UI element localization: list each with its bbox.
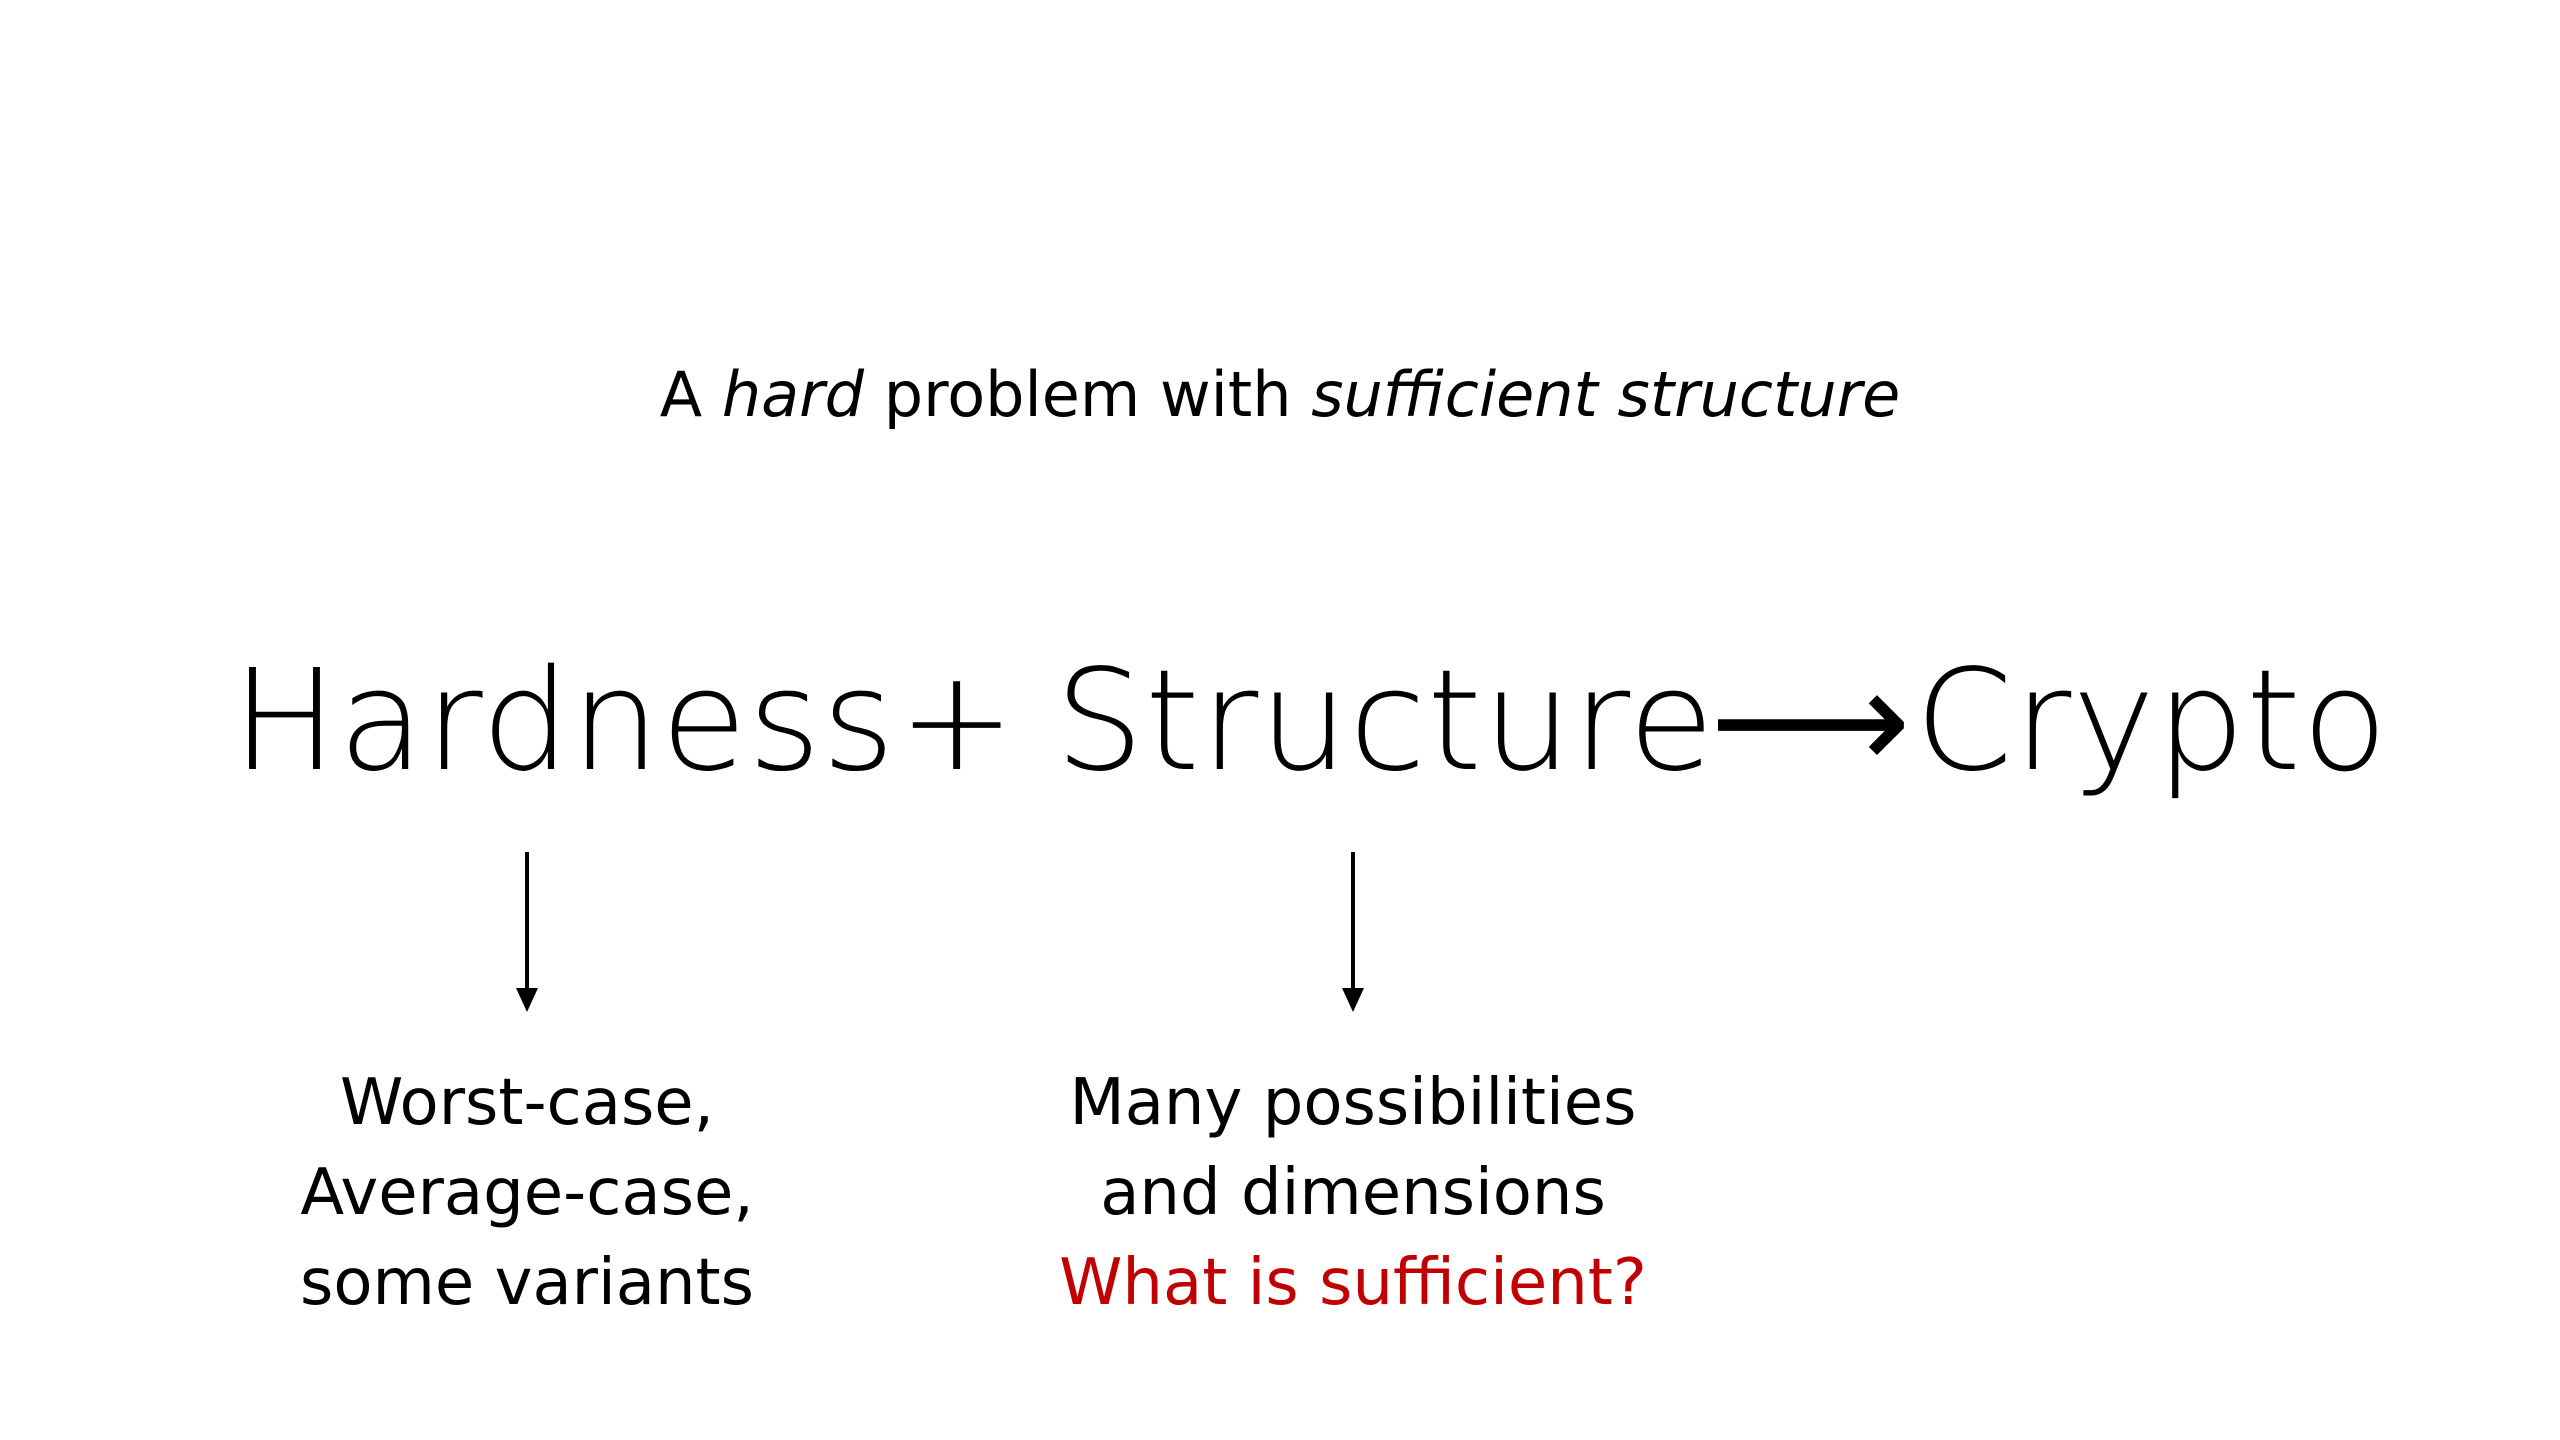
structure-term: Structure (1055, 640, 1716, 803)
hardness-note-variants: some variants (300, 1246, 754, 1320)
hardness-term: Hardness (232, 640, 896, 803)
down-arrow-icon (516, 852, 538, 1012)
right-arrow-icon: ⟶ (1710, 640, 1912, 803)
structure-note-possibilities: Many possibilities (1069, 1066, 1637, 1140)
subtitle-sufficient-structure: sufficient structure (1311, 358, 1901, 431)
subtitle-part-1: A (659, 358, 722, 431)
crypto-term: Crypto (1915, 640, 2389, 803)
structure-notes: Many possibilities and dimensions What i… (1003, 1058, 1703, 1328)
structure-note-question: What is sufficient? (1059, 1246, 1647, 1320)
hardness-note-worst-case: Worst-case, (340, 1066, 714, 1140)
hardness-notes: Worst-case, Average-case, some variants (177, 1058, 877, 1328)
down-arrow-icon (1342, 852, 1364, 1012)
slide-subtitle: A hard problem with sufficient structure (0, 355, 2560, 435)
subtitle-hard: hard (721, 358, 864, 431)
hardness-note-average-case: Average-case, (300, 1156, 754, 1230)
plus-symbol: + (898, 640, 1017, 803)
subtitle-part-2: problem with (864, 358, 1312, 431)
structure-note-dimensions: and dimensions (1100, 1156, 1606, 1230)
